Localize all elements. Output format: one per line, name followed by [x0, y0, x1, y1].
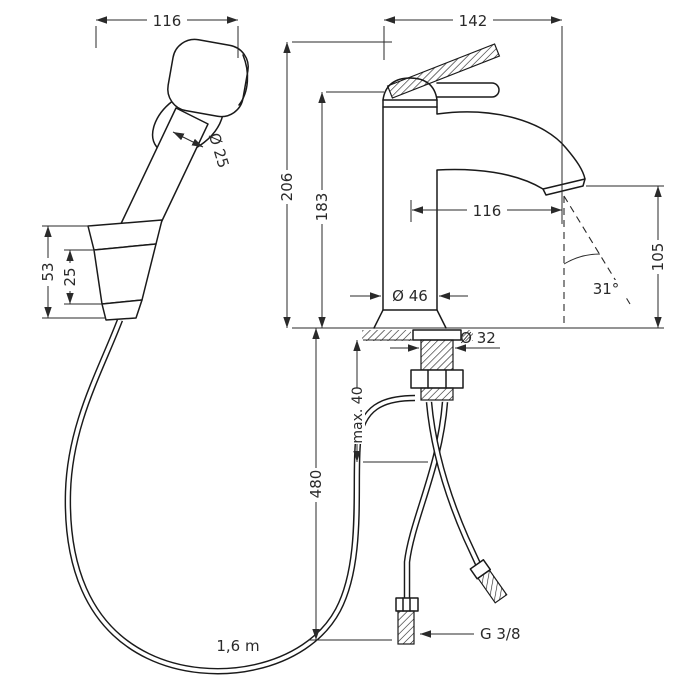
dim-label-body-diameter: Ø 46 — [392, 287, 428, 305]
lever-sleeve — [436, 82, 500, 98]
dim-body-diameter: Ø 46 — [350, 287, 468, 305]
dim-label-shank-diameter: Ø 32 — [460, 329, 496, 347]
dim-thread-size: G 3/8 — [420, 625, 521, 643]
dim-holder-height: 53 — [39, 225, 106, 319]
hose-length-label: 1,6 m — [216, 637, 259, 655]
dim-label-total-height: 206 — [278, 173, 296, 202]
hand-shower — [117, 38, 249, 247]
dim-shank-diameter: Ø 32 — [390, 329, 500, 352]
dim-label-spray-angle: 31° — [593, 280, 620, 298]
shank-lower — [420, 387, 454, 401]
dim-faucet-depth: 142 — [383, 12, 563, 224]
dim-connection-length: 480 — [307, 328, 392, 641]
holder-cone — [93, 243, 157, 305]
holder-cup — [101, 299, 143, 321]
aerator — [542, 178, 586, 196]
dim-label-shower-width: 116 — [153, 12, 182, 30]
lever-handle — [386, 43, 501, 99]
dim-max-mounting: max. 40 — [349, 339, 428, 463]
dim-label-connection-length: 480 — [307, 470, 325, 499]
spout-top-edge — [436, 111, 586, 180]
shower-head — [167, 38, 249, 118]
deck-hatch-right — [463, 330, 473, 341]
mounting-assembly — [362, 329, 473, 401]
dim-label-handle-diameter: Ø 25 — [205, 131, 233, 170]
washer-flange — [412, 329, 462, 341]
label-hose-length: 1,6 m — [216, 637, 259, 655]
shower-hose — [64, 318, 416, 675]
dim-holder-depth: 25 — [61, 249, 102, 305]
dim-label-max-mounting: max. 40 — [350, 386, 366, 443]
water-stream — [563, 195, 631, 326]
faucet — [373, 43, 586, 329]
dim-label-thread-size: G 3/8 — [480, 625, 521, 643]
faucet-body-fill — [383, 100, 437, 310]
threaded-shank — [420, 339, 454, 371]
supply-hoses — [395, 401, 508, 645]
dim-label-spout-reach: 116 — [473, 202, 502, 220]
dim-label-faucet-depth: 142 — [459, 12, 488, 30]
spout-bottom-edge — [436, 168, 544, 190]
dim-shower-width: 116 — [95, 12, 239, 58]
angle-arc — [563, 253, 601, 265]
dim-label-holder-height: 53 — [39, 262, 57, 281]
dim-outlet-height: 105 — [586, 185, 667, 328]
dim-spout-reach: 116 — [410, 200, 562, 222]
mounting-nut — [410, 369, 464, 389]
hose-connector-bottom — [395, 597, 419, 645]
base-escutcheon — [373, 309, 447, 329]
shower-head-contour — [238, 54, 249, 106]
dim-spray-angle: 31° — [585, 280, 627, 298]
dim-label-outlet-height: 105 — [649, 243, 667, 272]
dim-spout-height: 183 — [313, 91, 384, 328]
shower-holder — [87, 219, 163, 321]
dim-total-height: 206 — [278, 41, 392, 328]
dim-label-spout-height: 183 — [313, 193, 331, 222]
stream-direction — [563, 195, 631, 305]
dim-label-holder-depth: 25 — [61, 267, 79, 286]
hose-connector-angled — [469, 559, 508, 604]
deck-hatch-left — [362, 330, 411, 341]
